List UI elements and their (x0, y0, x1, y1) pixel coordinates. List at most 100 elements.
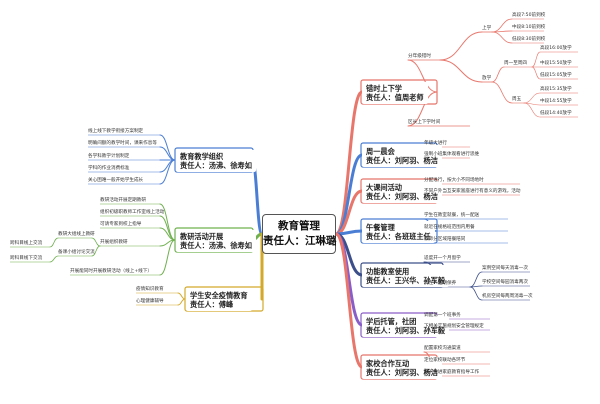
leaf-item[interactable]: 可请专家到校上指导 (100, 222, 142, 227)
leaf-item[interactable]: 组织初级职教师工作室线上活动 (100, 210, 165, 215)
leaf-time[interactable]: 高段16:00放学 (540, 46, 572, 51)
central-owner: 责任人：江琳璐 (263, 235, 337, 247)
leaf-item[interactable]: 学校空间每园消毒两次 (482, 280, 528, 285)
leaf-time[interactable]: 低段8:30前到校 (512, 37, 546, 42)
leaf-grade-staggered[interactable]: 分年级错时 (408, 54, 431, 59)
branch-title: 学后托管，社团 (366, 317, 417, 326)
sub (177, 298, 186, 306)
branch-owner: 责任人：刘阿羽、孙军毅 (366, 326, 446, 335)
main-branch-red3 (334, 232, 364, 369)
branch-owner: 责任人：汤沸、徐寿如 (180, 241, 252, 250)
leaf-time[interactable]: 低段14:40放学 (540, 111, 572, 116)
sub (439, 59, 483, 83)
leaf-time[interactable]: 中段8:10前到校 (512, 25, 546, 30)
sub (491, 66, 505, 83)
central-topic[interactable]: 教育管理 责任人：江琳璐 (262, 214, 337, 254)
leaf-item[interactable]: 教研大组线上教研 (58, 232, 95, 237)
leaf-time[interactable]: 中段15:50放学 (540, 61, 572, 66)
leaf-item[interactable]: 深入推进家庭教育指导工作 (424, 370, 480, 375)
branch-title: 教研活动开展 (180, 232, 224, 241)
leaf-item[interactable]: 分配进行，按大小不同场地时 (424, 178, 484, 183)
leaf-item[interactable]: 跨科目线下交流 (10, 256, 43, 261)
leaf-item[interactable]: 备课小组讨论交流 (58, 250, 95, 255)
sub (469, 271, 483, 288)
leaf-item[interactable]: 关心困难一般开始学生成长 (88, 178, 144, 183)
sub (91, 245, 101, 257)
leaf-item[interactable]: 心理健康辅导 (136, 299, 164, 304)
sub (491, 81, 513, 104)
leaf-item[interactable]: 就近在规格班范围内用餐 (424, 225, 475, 230)
leaf-item[interactable]: 强制小班集体观看进行思维 (424, 152, 480, 157)
leaf-item[interactable]: 责任人定期保养 (424, 281, 457, 286)
leaf-friday[interactable]: 周五 (512, 97, 522, 102)
branch-owner: 责任人：刘阿羽、杨洁 (366, 192, 438, 201)
sub (91, 237, 101, 247)
leaf-item[interactable]: 学生在教室就餐，统一配送 (424, 213, 480, 218)
sub (159, 239, 176, 276)
sub (523, 102, 541, 118)
branch-owner: 责任人：王兴华、孙军毅 (366, 276, 446, 285)
branch-title: 教育教学组织 (180, 152, 224, 161)
branch-lunch-management[interactable]: 午餐管理 责任人：各班班主任 (362, 221, 435, 243)
branch-title: 错时上下学 (366, 84, 402, 93)
central-title: 教育管理 (278, 220, 320, 232)
branch-title: 午餐管理 (366, 223, 395, 232)
branch-owner: 责任人：刘阿羽、杨洁 (366, 368, 438, 377)
leaf-item[interactable]: 开展能同时开展教研活动（线上+线下） (70, 269, 152, 274)
sub (407, 91, 438, 127)
sub (491, 18, 513, 33)
branch-title: 家校合作互动 (366, 359, 410, 368)
branch-title: 功能教室使用 (366, 267, 410, 276)
leaf-dismissal[interactable]: 放学 (482, 76, 492, 81)
leaf-item[interactable]: 教师分区域陪餐陪同 (424, 237, 466, 242)
leaf-item[interactable]: 配置家校沟通渠道 (424, 346, 461, 351)
leaf-item[interactable]: 各学科教学计划制定 (88, 154, 130, 159)
branch-monday-assembly[interactable]: 周一晨会 责任人：刘阿羽、杨洁 (362, 145, 442, 167)
leaf-item[interactable]: 调配第一个班事务 (424, 313, 461, 318)
branch-teaching-research[interactable]: 教研活动开展 责任人：汤沸、徐寿如 (176, 230, 256, 252)
leaf-item[interactable]: 适度开一个月窗学 (424, 256, 461, 261)
leaf-time[interactable]: 高段15:35放学 (540, 87, 572, 92)
leaf-item[interactable]: 案例空间每天消毒一次 (482, 266, 528, 271)
leaf-weekdays[interactable]: 周一至周四 (504, 61, 527, 66)
branch-owner: 责任人：值周老师 (366, 93, 424, 102)
leaf-item[interactable]: 线上线下教学衔接方案制定 (88, 129, 144, 134)
leaf-item[interactable]: 明确间额的教学时间，课来作息等 (88, 141, 157, 146)
leaf-item[interactable]: 年级大进行 (424, 141, 447, 146)
branch-staggered-school-times[interactable]: 错时上下学 责任人：值周老师 (362, 82, 428, 104)
sub (159, 159, 176, 185)
leaf-arrival[interactable]: 上学 (482, 26, 492, 31)
sub (439, 31, 483, 61)
sub (531, 66, 541, 80)
branch-after-school-clubs[interactable]: 学后托管，社团 责任人：刘阿羽、孙军毅 (362, 315, 450, 337)
sub (49, 255, 59, 263)
leaf-item[interactable]: 学科的作业消费标准 (88, 166, 130, 171)
leaf-item[interactable]: 下相关实施规划安全管理规定 (424, 324, 484, 329)
leaf-item[interactable]: 疫情知识教育 (136, 287, 164, 292)
leaf-item[interactable]: 机房空间每两周消毒一次 (482, 294, 533, 299)
branch-home-school[interactable]: 家校合作互动 责任人：刘阿羽、杨洁 (362, 357, 442, 379)
branch-owner: 责任人：汤沸、徐寿如 (180, 161, 252, 170)
sub (491, 31, 513, 44)
branch-function-rooms[interactable]: 功能教室使用 责任人：王兴华、孙军毅 (362, 265, 450, 287)
branch-teaching-organization[interactable]: 教育教学组织 责任人：汤沸、徐寿如 (176, 150, 256, 172)
branch-recess-activities[interactable]: 大课间活动 责任人：刘阿羽、杨洁 (362, 181, 442, 203)
sub (177, 292, 186, 300)
branch-owner: 责任人：各班班主任 (366, 232, 431, 241)
branch-owner: 责任人：傅峰 (190, 300, 234, 309)
leaf-item[interactable]: 开展组织教研 (100, 240, 128, 245)
leaf-time[interactable]: 中段14:55放学 (540, 99, 572, 104)
leaf-time[interactable]: 低段15:05放学 (540, 73, 572, 78)
leaf-monitor[interactable]: 区长上下学时间 (408, 120, 441, 125)
leaf-item[interactable]: 跨科目线上交流 (10, 241, 43, 246)
leaf-item[interactable]: 不同户外当互安家富座进行有意义的游戏，活动 (424, 189, 521, 194)
leaf-item[interactable]: 教研活动开展定期教研 (100, 198, 146, 203)
leaf-item[interactable]: 定位家校联动各环节 (424, 358, 466, 363)
leaf-time[interactable]: 高段7:50前到校 (512, 13, 546, 18)
branch-title: 学生安全疫情教育 (190, 291, 248, 300)
sub (49, 237, 59, 248)
branch-safety-education[interactable]: 学生安全疫情教育 责任人：傅峰 (186, 289, 252, 311)
sub (407, 59, 438, 93)
branch-title: 大课间活动 (366, 183, 402, 192)
